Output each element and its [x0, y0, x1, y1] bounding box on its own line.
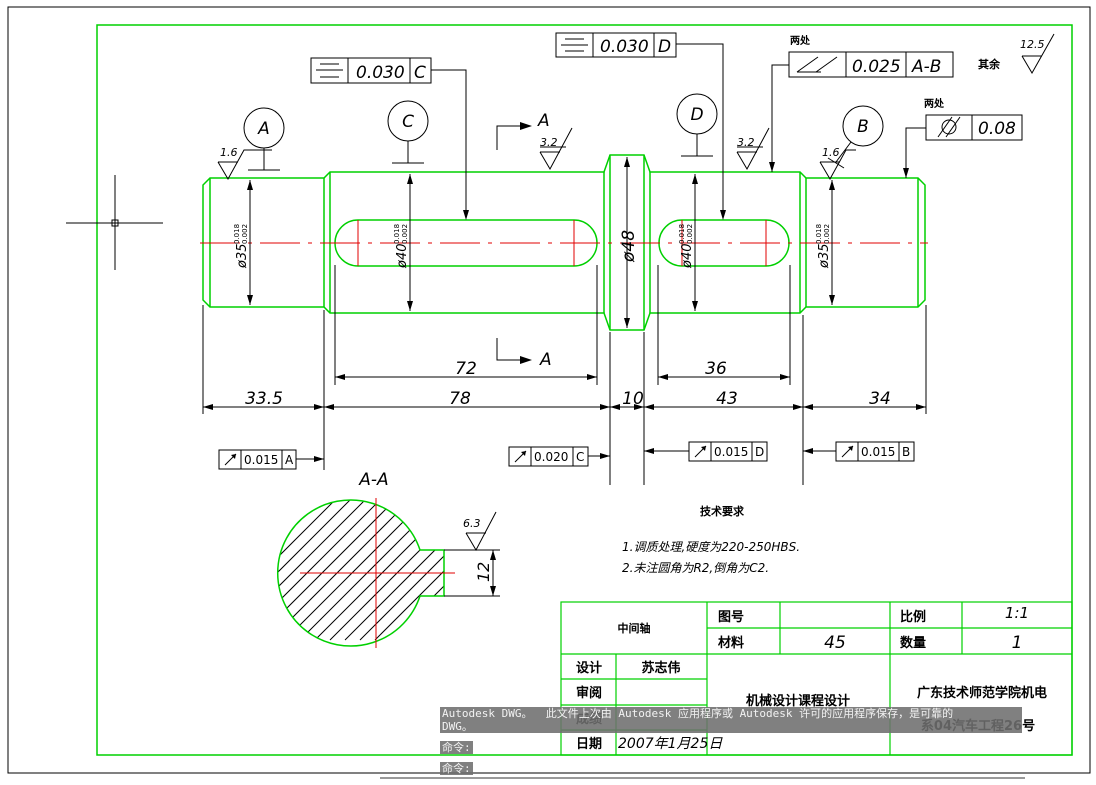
section-arrow-bottom-head — [520, 356, 532, 364]
tb-review-label: 审阅 — [576, 685, 602, 701]
dimension-lines — [203, 376, 926, 408]
tb-qty: 1 — [1012, 633, 1023, 653]
tol-runout-ab-datum: A-B — [911, 57, 941, 77]
tol-frame-cyl — [903, 114, 1023, 178]
dia-lower-1: 0.002 — [241, 224, 249, 244]
diameter-dim-lines — [249, 157, 833, 328]
dimension-arrows — [203, 374, 926, 410]
roughness-1: 1.6 — [220, 146, 238, 159]
section-outline — [276, 499, 445, 647]
tb-part-name: 中间轴 — [618, 621, 651, 635]
section-arrow-top-head — [520, 122, 532, 130]
tol-cyl-prefix: 两处 — [924, 97, 945, 110]
tol-frame-run-d — [644, 441, 768, 462]
diameter-arrows — [247, 157, 835, 328]
tol-sym-c-datum: C — [414, 63, 426, 83]
roughness-4: 1.6 — [822, 146, 840, 159]
dia-lower-4: 0.002 — [686, 224, 694, 244]
command-history: Autodesk DWG。 此文件上次由 Autodesk 应用程序或 Auto… — [440, 707, 1022, 733]
tol-frame-runout-ab — [769, 51, 954, 172]
dia-upper-1: 0.018 — [233, 224, 241, 244]
dim-l1: 33.5 — [245, 389, 283, 409]
dia-lower-2: 0.002 — [401, 224, 409, 244]
dia-upper-5: 0.018 — [815, 224, 823, 244]
tol-run-c-value: 0.020 — [534, 450, 568, 464]
command-prompt-2[interactable]: 命令: — [440, 762, 473, 775]
tb-material: 45 — [824, 633, 846, 653]
section-arrow-bottom — [496, 338, 520, 361]
tol-frame-run-a — [218, 449, 324, 470]
keyway-depth: 12 — [474, 562, 493, 582]
datum-a: A — [257, 119, 270, 139]
dim-l5: 34 — [869, 389, 891, 409]
tol-cyl-value: 0.08 — [978, 119, 1016, 139]
dim-l2: 78 — [449, 389, 471, 409]
dim-key1: 72 — [455, 359, 477, 379]
crosshair-cursor — [66, 175, 163, 270]
tb-drawing-no-label: 图号 — [718, 610, 744, 625]
dim-l4: 43 — [716, 389, 738, 409]
dia-label-3: ø48 — [619, 230, 639, 263]
dia-label-4: ø40 — [680, 244, 695, 270]
tech-req-title: 技术要求 — [700, 504, 745, 518]
dia-lower-5: 0.002 — [823, 224, 831, 244]
tol-runout-ab-prefix: 两处 — [790, 34, 811, 47]
dia-label-1: ø35 — [235, 244, 250, 270]
section-label-bottom: A — [539, 350, 552, 370]
tol-run-c-datum: C — [576, 450, 584, 464]
tb-scale-label: 比例 — [900, 609, 926, 625]
dim-l3: 10 — [622, 389, 644, 409]
roughness-rest: 12.5 — [1020, 38, 1045, 51]
section-title: A-A — [358, 470, 388, 490]
rest-label: 其余 — [978, 57, 1001, 71]
tb-qty-label: 数量 — [900, 635, 926, 651]
tb-design-label: 设计 — [576, 660, 602, 676]
datum-d: D — [690, 105, 703, 125]
tech-req-line2: 2.未注圆角为R2,倒角为C2. — [622, 561, 769, 575]
datum-symbols — [243, 93, 884, 171]
tb-date: 2007年1月25日 — [618, 736, 723, 752]
dia-label-2: ø40 — [395, 244, 410, 270]
tol-run-d-value: 0.015 — [714, 445, 748, 459]
tol-run-a-datum: A — [285, 453, 294, 467]
tol-frame-run-c — [508, 446, 610, 467]
datum-b: B — [857, 117, 869, 137]
tol-frame-sym-c — [310, 57, 469, 220]
section-label-top: A — [537, 111, 550, 131]
datum-c: C — [402, 112, 414, 132]
roughness-5: 6.3 — [463, 517, 481, 530]
command-prompt-1[interactable]: 命令: — [440, 741, 473, 754]
tol-sym-d-datum: D — [658, 37, 671, 57]
dia-upper-2: 0.018 — [393, 224, 401, 244]
roughness-2: 3.2 — [540, 136, 558, 149]
dim-key2: 36 — [705, 359, 727, 379]
tb-date-label: 日期 — [576, 737, 602, 752]
tol-run-b-datum: B — [902, 445, 910, 459]
dia-label-5: ø35 — [817, 244, 832, 270]
tb-material-label: 材料 — [718, 635, 744, 651]
roughness-3: 3.2 — [737, 136, 755, 149]
extension-lines — [202, 265, 927, 485]
tol-frame-run-b — [803, 441, 915, 462]
tb-designer: 苏志伟 — [641, 660, 680, 676]
tb-school: 广东技术师范学院机电 — [917, 685, 1047, 701]
paper-border — [7, 6, 1091, 774]
tol-run-a-value: 0.015 — [244, 453, 278, 467]
tol-sym-d-value: 0.030 — [600, 37, 649, 57]
tb-course: 机械设计课程设计 — [746, 693, 850, 709]
tech-req-line1: 1.调质处理,硬度为220-250HBS. — [622, 540, 800, 554]
tol-run-b-value: 0.015 — [861, 445, 895, 459]
title-block — [560, 601, 1073, 756]
tol-run-d-datum: D — [755, 445, 764, 459]
tol-frame-sym-d — [555, 32, 726, 220]
roughness-symbols — [217, 33, 1055, 552]
section-arrow-top — [496, 125, 520, 150]
tol-runout-ab-value: 0.025 — [852, 57, 901, 77]
tb-scale: 1:1 — [1005, 604, 1029, 622]
dia-upper-4: 0.018 — [678, 224, 686, 244]
tol-sym-c-value: 0.030 — [356, 63, 405, 83]
